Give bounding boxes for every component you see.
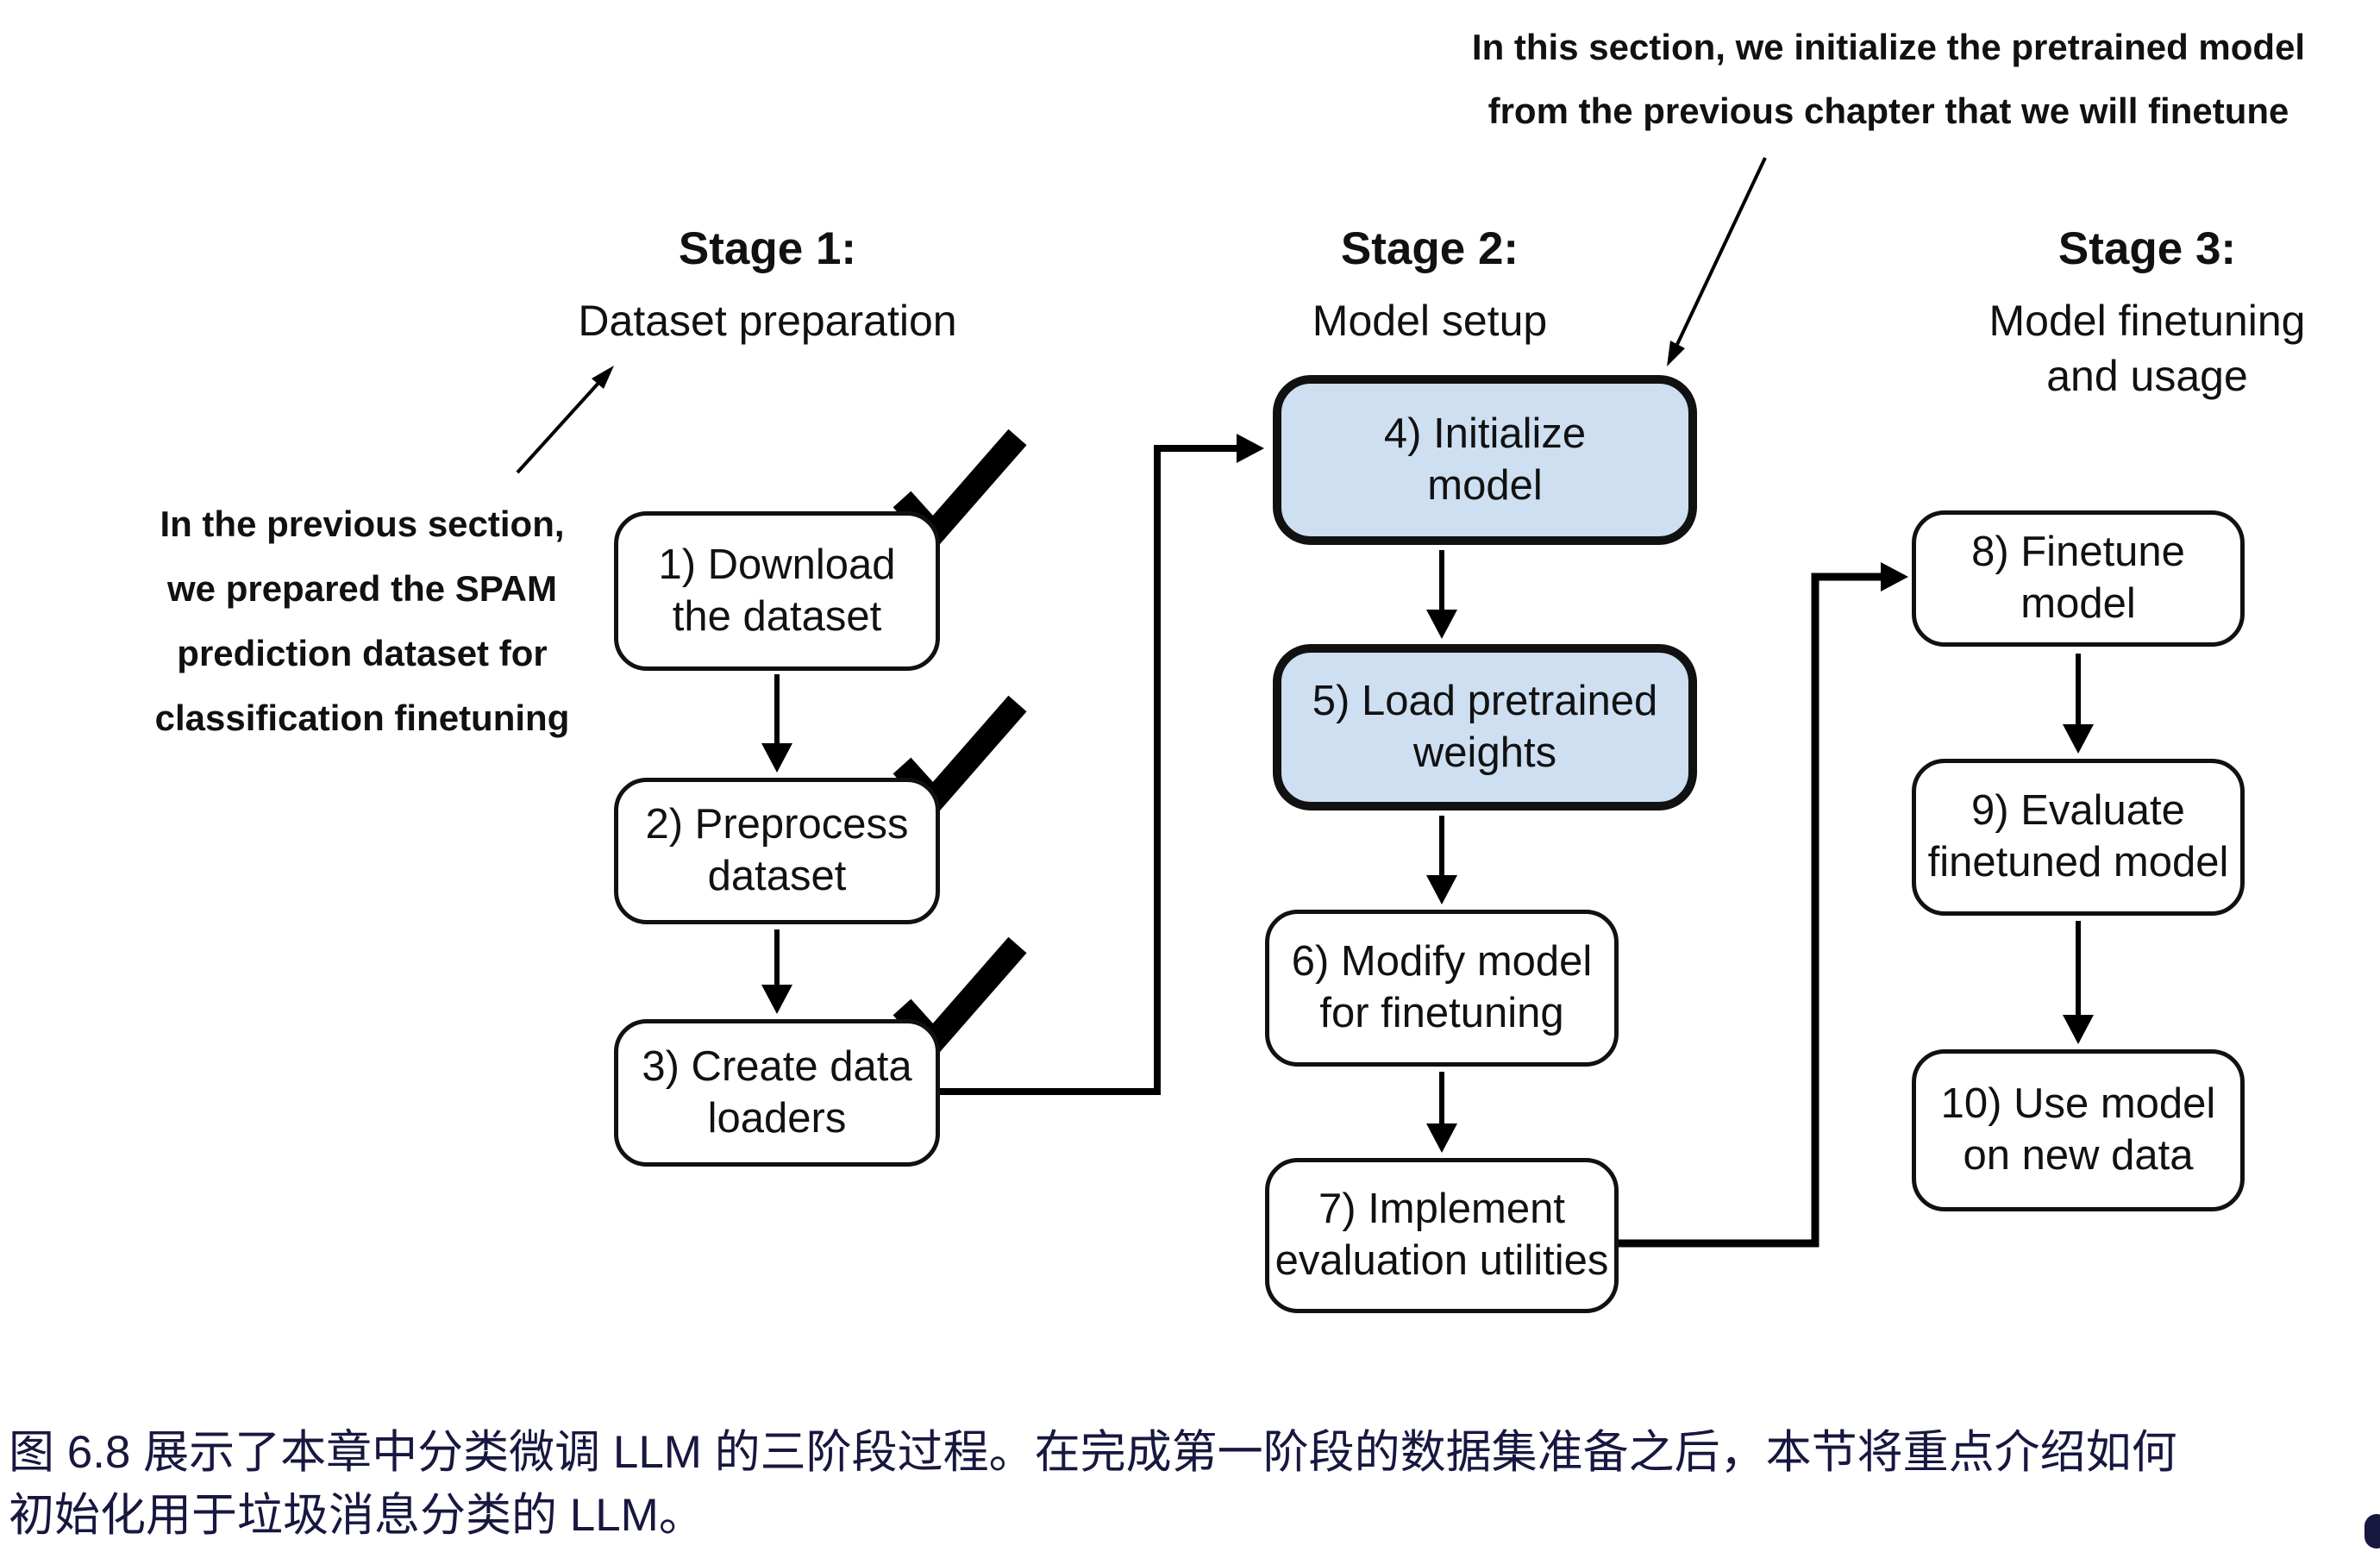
flow-box-3: 3) Create data loaders (614, 1019, 940, 1167)
flow-box-9: 9) Evaluate finetuned model (1912, 759, 2245, 916)
flow-box-7: 7) Implement evaluation utilities (1265, 1158, 1619, 1313)
annotation-arrow-top-icon (1667, 157, 1767, 366)
stage-1-title: Stage 1: (678, 223, 857, 274)
flow-box-2: 2) Preprocess dataset (614, 778, 940, 924)
flow-box-1: 1) Download the dataset (614, 511, 940, 671)
connector-box3-to-box4 (940, 434, 1264, 1095)
annotation-left: In the previous section, we prepared the… (154, 504, 570, 738)
figure-caption-line-2: 初始化用于垃圾消息分类的 LLM。 (9, 1490, 705, 1541)
stage-3-title: Stage 3: (2057, 223, 2237, 274)
stage-3-header: Stage 3: Model finetuning and usage (1923, 205, 2371, 419)
arrow-down-icon (2063, 921, 2094, 1044)
arrow-down-icon (1426, 816, 1457, 904)
stage-1-subtitle: Dataset preparation (578, 297, 957, 345)
stage-3-subtitle: Model finetuning and usage (1989, 297, 2306, 400)
stage-2-subtitle: Model setup (1312, 297, 1548, 345)
flow-box-4: 4) Initialize model (1273, 375, 1697, 545)
figure-caption: 图 6.8 展示了本章中分类微调 LLM 的三阶段过程。在完成第一阶段的数据集准… (9, 1421, 2373, 1547)
stray-mark (2364, 1514, 2380, 1549)
arrow-down-icon (2063, 654, 2094, 754)
flow-box-8: 8) Finetune model (1912, 510, 2245, 647)
flow-box-6: 6) Modify model for finetuning (1265, 910, 1619, 1067)
arrow-down-icon (1426, 1072, 1457, 1153)
stage-1-header: Stage 1: Dataset preparation (543, 205, 992, 364)
flow-box-10: 10) Use model on new data (1912, 1049, 2245, 1211)
stage-2-header: Stage 2: Model setup (1206, 205, 1654, 364)
stage-2-title: Stage 2: (1340, 223, 1519, 274)
arrow-down-icon (1426, 550, 1457, 639)
flow-box-5: 5) Load pretrained weights (1273, 644, 1697, 810)
arrow-down-icon (761, 929, 792, 1014)
annotation-arrow-left-icon (516, 366, 614, 474)
annotation-top: In this section, we initialize the pretr… (1471, 27, 2306, 131)
arrow-down-icon (761, 674, 792, 773)
figure-caption-line-1: 图 6.8 展示了本章中分类微调 LLM 的三阶段过程。在完成第一阶段的数据集准… (9, 1427, 2177, 1478)
